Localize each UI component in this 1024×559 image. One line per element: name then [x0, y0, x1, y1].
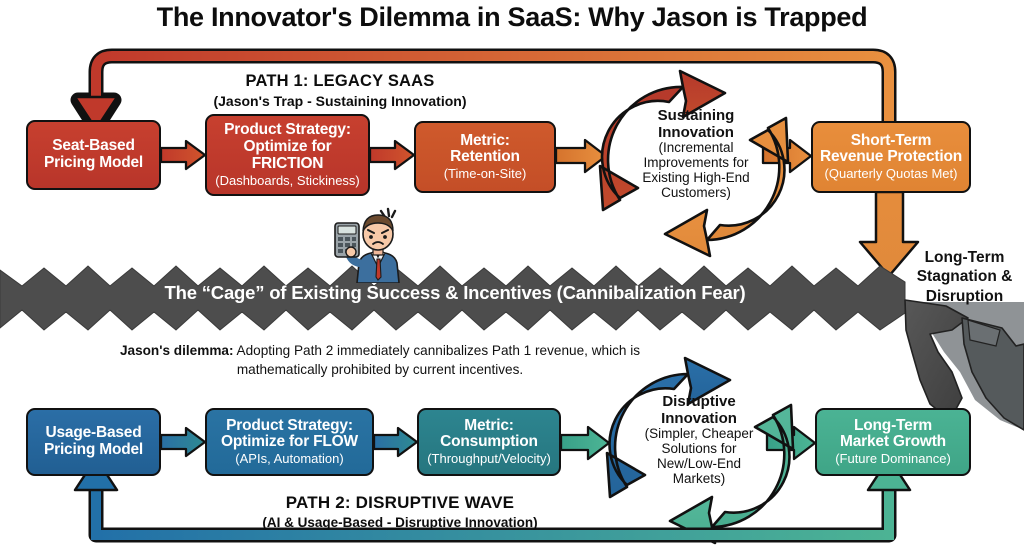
dilemma-note: Jason's dilemma: Adopting Path 2 immedia…: [110, 342, 650, 380]
disruptive-innovation-label: Disruptive Innovation (Simpler, Cheaper …: [624, 393, 774, 486]
cliff-line1: Long-Term: [924, 249, 1005, 266]
node-usage-based-pricing-model[interactable]: Usage-Based Pricing Model: [26, 408, 161, 476]
cliff-line2: Stagnation &: [916, 268, 1013, 286]
node-line1: Product Strategy:: [226, 416, 353, 434]
cage-label: The “Cage” of Existing Success & Incenti…: [164, 282, 746, 303]
dilemma-lead: Jason's dilemma:: [119, 343, 234, 358]
path2-heading: PATH 2: DISRUPTIVE WAVE: [285, 493, 515, 512]
node-note: (APIs, Automation): [235, 451, 344, 467]
path2-heading-group: PATH 2: DISRUPTIVE WAVE (AI & Usage-Base…: [200, 493, 600, 530]
node-line2: Consumption: [440, 433, 538, 451]
path1-connector-arrow-1: [159, 139, 207, 171]
path1-heading-group: PATH 1: LEGACY SAAS (Jason's Trap - Sust…: [150, 72, 530, 109]
node-seat-based-pricing-model[interactable]: Seat-Based Pricing Model: [26, 120, 161, 190]
node-metric-consumption[interactable]: Metric: Consumption (Throughput/Velocity…: [417, 408, 561, 476]
node-product-strategy-flow[interactable]: Product Strategy: Optimize for FLOW (API…: [205, 408, 374, 476]
path2-connector-arrow-1: [159, 426, 207, 458]
cycle-note2: Solutions for: [661, 440, 737, 456]
node-line1: Metric:: [460, 131, 510, 149]
cycle-line1: Disruptive: [662, 393, 736, 410]
node-short-term-revenue-protection[interactable]: Short-Term Revenue Protection (Quarterly…: [811, 121, 971, 193]
sustaining-innovation-cycle-icon: [598, 69, 790, 258]
node-line1: Long-Term: [854, 416, 932, 434]
path2-connector-arrow-2: [372, 426, 419, 458]
node-metric-retention[interactable]: Metric: Retention (Time-on-Site): [414, 121, 556, 193]
cycle-line2: Innovation: [658, 123, 734, 141]
frustrated-businessman-icon: [334, 207, 400, 283]
node-note: (Dashboards, Stickiness): [215, 172, 360, 188]
cycle-note2: Improvements for: [643, 154, 749, 170]
cycle-note1: (Incremental: [658, 140, 734, 155]
cliff-line3: Disruption: [925, 287, 1004, 305]
node-line2: Pricing Model: [43, 154, 144, 171]
path1-connector-arrow-3: [554, 138, 608, 174]
node-line2: Pricing Model: [43, 441, 144, 458]
stagnation-down-arrow: [858, 190, 920, 278]
node-note: (Quarterly Quotas Met): [824, 166, 958, 182]
cycle-note4: Customers): [661, 184, 731, 200]
page-title: The Innovator's Dilemma in SaaS: Why Jas…: [156, 2, 868, 32]
dilemma-body: Adopting Path 2 immediately cannibalizes…: [233, 343, 641, 377]
node-line2: Retention: [450, 148, 520, 166]
path1-heading: PATH 1: LEGACY SAAS: [245, 72, 435, 90]
node-line1: Usage-Based: [45, 424, 142, 442]
cycle-note3: New/Low-End: [656, 455, 742, 471]
cycle-note3: Existing High-End: [642, 169, 750, 185]
path2-connector-arrow-3: [559, 425, 611, 461]
path2-feedback-loop-arrow: [73, 456, 912, 543]
cliff-illustration: [904, 299, 1024, 431]
cliff-label: Long-Term Stagnation & Disruption: [905, 248, 1024, 306]
cycle-line2: Innovation: [661, 409, 737, 427]
path2-subheading: (AI & Usage-Based - Disruptive Innovatio…: [262, 515, 538, 530]
node-note: (Throughput/Velocity): [427, 451, 551, 467]
node-line1: Seat-Based: [52, 137, 135, 155]
path1-feedback-loop-arrow: [70, 48, 897, 136]
node-product-strategy-friction[interactable]: Product Strategy: Optimize for FRICTION …: [205, 114, 370, 196]
node-line1: Short-Term: [850, 131, 932, 149]
node-line1: Metric:: [464, 416, 514, 434]
node-long-term-market-growth[interactable]: Long-Term Market Growth (Future Dominanc…: [815, 408, 971, 476]
disruptive-innovation-cycle-icon: [605, 356, 795, 545]
node-line2: Optimize for: [243, 138, 332, 156]
cycle-note4: Markets): [672, 470, 726, 486]
node-line1: Product Strategy:: [224, 121, 351, 139]
path1-subheading: (Jason's Trap - Sustaining Innovation): [213, 93, 467, 109]
sustaining-innovation-label: Sustaining Innovation (Incremental Impro…: [622, 107, 770, 200]
cycle-line1: Sustaining: [657, 107, 735, 124]
node-line2: Optimize for FLOW: [221, 433, 358, 451]
node-line2: Revenue Protection: [820, 148, 962, 166]
node-line2: Market Growth: [840, 433, 946, 451]
node-note: (Future Dominance): [835, 451, 951, 467]
node-line3: FRICTION: [251, 154, 324, 172]
path1-connector-arrow-2: [368, 139, 416, 171]
node-note: (Time-on-Site): [443, 166, 527, 182]
cycle-note1: (Simpler, Cheaper: [644, 426, 754, 441]
